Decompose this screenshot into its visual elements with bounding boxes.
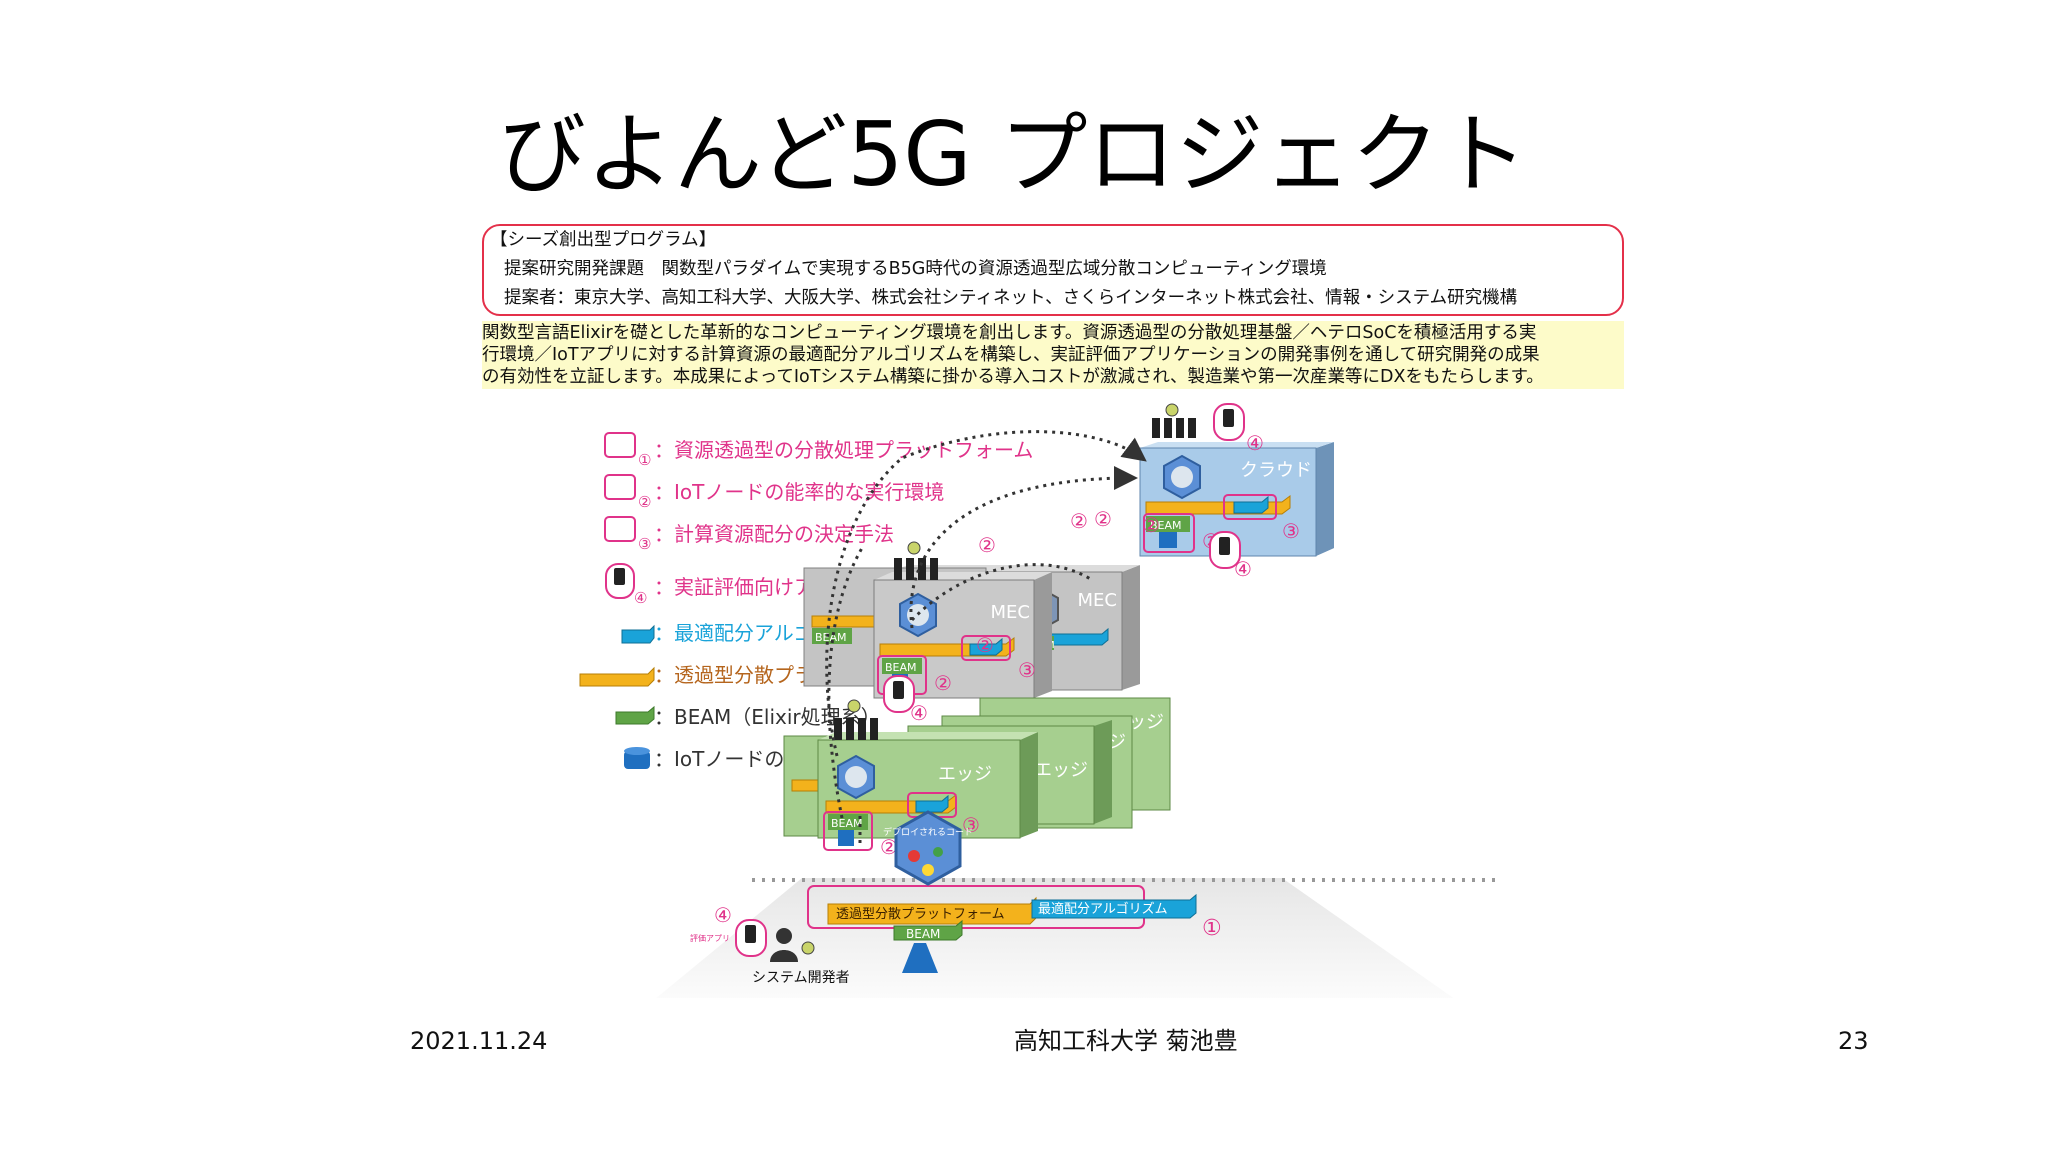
bracket-3	[961, 635, 1011, 661]
bracket-2	[1143, 513, 1195, 553]
beam-label: BEAM	[815, 631, 847, 644]
legend-number: ④	[634, 589, 647, 607]
platform-bar-label: 透過型分散プラットフォーム	[836, 907, 1005, 922]
platform-bar-icon	[579, 666, 655, 687]
edge-tier: エッジ ③ BEAM ②	[817, 732, 1038, 859]
summary-box: 関数型言語Elixirを礎とした革新的なコンピューティング環境を創出します。資源…	[482, 321, 1624, 389]
algorithm-block	[1233, 495, 1269, 514]
iot-resource	[838, 830, 854, 846]
beam-label: BEAM	[1150, 519, 1182, 532]
legend-item-2: ② ：IoTノードの能率的な実行環境	[604, 474, 944, 511]
marker-4: ④	[714, 903, 732, 927]
beam-label: BEAM	[831, 817, 863, 830]
beam-block	[828, 814, 868, 830]
marker-2: ②	[1142, 513, 1160, 537]
iot-resource	[1159, 532, 1177, 548]
legend-label: ：資源透過型の分散処理プラットフォーム	[654, 438, 1033, 462]
legend-item-7: ：BEAM（Elixir処理系）	[615, 705, 881, 729]
legend-number: ②	[638, 493, 651, 511]
algorithm-bar	[1031, 893, 1197, 919]
developer-label: システム開発者	[752, 970, 850, 986]
mec-tier: MEC ③ BEAM ②	[873, 572, 1052, 699]
footer-page-number: 23	[1838, 1027, 1869, 1055]
developer: ④ 評価アプリ システム開発者	[690, 903, 850, 986]
marker-2: ②	[1094, 507, 1112, 531]
algorithm-block	[915, 794, 949, 813]
legend-bracket-icon	[604, 432, 636, 458]
algorithm-bar-label: 最適配分アルゴリズム	[1038, 901, 1168, 917]
legend-number: ①	[638, 451, 651, 469]
beam-block	[882, 658, 922, 674]
marker-2: ②	[976, 633, 994, 657]
footer-date: 2021.11.24	[410, 1027, 548, 1055]
marker-2: ②	[1070, 509, 1088, 533]
marker-3: ③	[1282, 519, 1300, 543]
beam-block-icon	[615, 705, 655, 725]
program-topic: 提案研究開発課題 関数型パラダイムで実現するB5G時代の資源透過型広域分散コンピ…	[504, 259, 1327, 279]
marker-3: ③	[1018, 658, 1036, 682]
deploy-arrows	[825, 430, 1147, 848]
algorithm-block-icon	[621, 624, 655, 644]
slide-title: びよんど5G プロジェクト	[498, 103, 1528, 206]
iot-resource-icon-top	[624, 747, 650, 755]
beam-block	[1146, 516, 1190, 532]
marker-2: ②	[978, 533, 996, 557]
mec-label: MEC	[1078, 590, 1117, 611]
legend-bracket-icon	[604, 474, 636, 500]
marker-3: ③	[962, 813, 980, 837]
legend-bracket-icon	[604, 516, 636, 542]
deploy-code-node: デプロイされるコード	[883, 810, 973, 886]
node-hex-icon	[894, 810, 962, 886]
developer-body-icon	[770, 950, 798, 962]
iot-resource-icon	[624, 751, 650, 769]
user-crowd-icon: ④	[1152, 403, 1264, 455]
edge-label: エッジ	[1034, 760, 1088, 781]
phone-icon	[614, 568, 625, 585]
marker-1: ①	[1202, 916, 1222, 941]
summary-line: 行環境／IoTアプリに対する計算資源の最適配分アルゴリズムを構築し、実証評価アプ…	[482, 345, 1540, 365]
user-crowd-icon: ④	[894, 531, 1252, 581]
legend-label: ：IoTノードの能率的な実行環境	[654, 480, 944, 504]
bracket-2	[823, 811, 873, 851]
node-stand	[902, 943, 938, 973]
beam-label: BEAM	[885, 661, 917, 674]
program-heading: 【シーズ創出型プログラム】	[490, 230, 717, 250]
algorithm-block	[969, 637, 1003, 656]
developer-head-icon	[776, 928, 792, 944]
marker-2: ②	[934, 671, 952, 695]
program-box: 【シーズ創出型プログラム】 提案研究開発課題 関数型パラダイムで実現するB5G時…	[482, 224, 1624, 316]
deploy-code-label: デプロイされるコード	[883, 826, 973, 838]
architecture-diagram: ① ：資源透過型の分散処理プラットフォーム ② ：IoTノードの能率的な実行環境…	[579, 403, 1502, 998]
summary-line: の有効性を立証します。本成果によってIoTシステム構築に掛かる導入コストが激減さ…	[482, 367, 1544, 387]
beam-label: BEAM	[906, 927, 940, 941]
beam-block	[893, 919, 963, 941]
legend-label: ：計算資源配分の決定手法	[654, 522, 894, 546]
legend-item-3: ③ ：計算資源配分の決定手法	[604, 516, 894, 553]
base-platform: ① 透過型分散プラットフォーム 最適配分アルゴリズム BEAM	[656, 878, 1502, 998]
cloud-label: クラウド	[1240, 460, 1312, 481]
legend-item-1: ① ：資源透過型の分散処理プラットフォーム	[604, 432, 1033, 469]
bracket-3	[1223, 494, 1277, 520]
user-crowd-icon: ④	[834, 675, 928, 740]
app-badge: 評価アプリ	[690, 933, 730, 943]
mec-label: MEC	[991, 602, 1030, 623]
marker-4: ④	[910, 701, 928, 725]
footer-author: 高知工科大学 菊池豊	[1014, 1027, 1238, 1055]
marker-2: ②	[880, 835, 898, 859]
legend-number: ③	[638, 535, 651, 553]
edge-label: エッジ	[938, 764, 992, 785]
program-proposers: 提案者：東京大学、高知工科大学、大阪大学、株式会社シティネット、さくらインターネ…	[504, 288, 1518, 308]
summary-line: 関数型言語Elixirを礎とした革新的なコンピューティング環境を創出します。資源…	[482, 323, 1537, 343]
marker-4: ④	[1234, 557, 1252, 581]
marker-4: ④	[1246, 431, 1264, 455]
legend-label: ：BEAM（Elixir処理系）	[654, 705, 881, 729]
